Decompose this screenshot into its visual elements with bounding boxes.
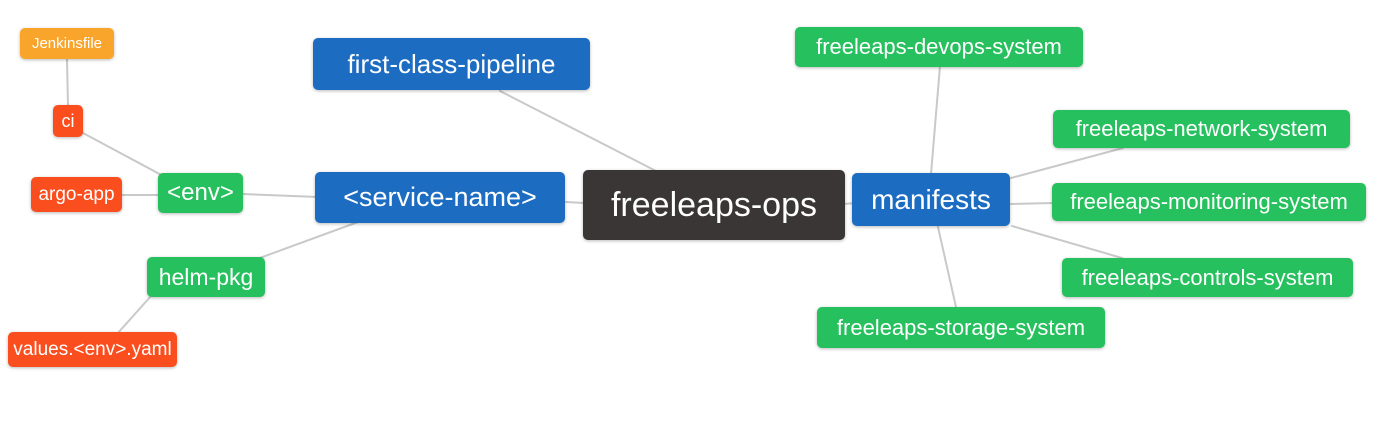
node-first-class-pipeline-label: first-class-pipeline bbox=[347, 49, 556, 79]
node-argo-app-label: argo-app bbox=[38, 184, 115, 205]
node-service-name-label: <service-name> bbox=[343, 182, 537, 212]
node-env-label: <env> bbox=[167, 179, 234, 206]
node-freeleaps-devops-system-label: freeleaps-devops-system bbox=[816, 34, 1062, 59]
node-helm-pkg[interactable]: helm-pkg bbox=[147, 257, 265, 297]
node-freeleaps-devops-system[interactable]: freeleaps-devops-system bbox=[795, 27, 1083, 67]
node-jenkinsfile-label: Jenkinsfile bbox=[31, 35, 103, 52]
edge-jenkinsfile-ci bbox=[66, 58, 69, 107]
node-freeleaps-monitoring-system[interactable]: freeleaps-monitoring-system bbox=[1052, 183, 1366, 221]
node-manifests-label: manifests bbox=[871, 183, 991, 215]
edge-manifests-storage bbox=[937, 226, 957, 308]
edge-env-service-name bbox=[242, 193, 319, 198]
edge-helm-pkg-values-yaml bbox=[116, 295, 152, 335]
node-jenkinsfile[interactable]: Jenkinsfile bbox=[20, 28, 114, 59]
node-freeleaps-storage-system-label: freeleaps-storage-system bbox=[836, 314, 1086, 340]
edge-manifests-controls bbox=[1011, 225, 1123, 259]
edge-manifests-devops bbox=[930, 65, 941, 175]
edge-manifests-network bbox=[1010, 147, 1124, 179]
edge-ci-env bbox=[82, 132, 168, 179]
node-freeleaps-monitoring-system-label: freeleaps-monitoring-system bbox=[1070, 189, 1348, 214]
node-freeleaps-storage-system[interactable]: freeleaps-storage-system bbox=[817, 307, 1105, 348]
node-freeleaps-controls-system[interactable]: freeleaps-controls-system bbox=[1062, 258, 1353, 297]
edge-service-name-helm-pkg bbox=[256, 221, 359, 260]
node-freeleaps-ops-label: freeleaps-ops bbox=[610, 186, 817, 224]
edge-service-name-root bbox=[565, 201, 585, 204]
node-helm-pkg-label: helm-pkg bbox=[158, 263, 254, 290]
node-ci[interactable]: ci bbox=[53, 105, 83, 137]
node-service-name[interactable]: <service-name> bbox=[315, 172, 565, 223]
node-values-env-yaml[interactable]: values.<env>.yaml bbox=[8, 332, 177, 367]
node-argo-app[interactable]: argo-app bbox=[31, 177, 122, 212]
node-freeleaps-ops-root[interactable]: freeleaps-ops bbox=[583, 170, 845, 240]
node-ci-label: ci bbox=[61, 111, 75, 131]
node-first-class-pipeline[interactable]: first-class-pipeline bbox=[313, 38, 590, 90]
node-freeleaps-network-system[interactable]: freeleaps-network-system bbox=[1053, 110, 1350, 148]
node-values-env-yaml-label: values.<env>.yaml bbox=[13, 339, 172, 360]
node-freeleaps-network-system-label: freeleaps-network-system bbox=[1075, 116, 1328, 141]
edge-pipeline-root bbox=[499, 90, 657, 172]
node-env[interactable]: <env> bbox=[158, 173, 243, 213]
edge-manifests-monitoring bbox=[1010, 202, 1055, 205]
node-freeleaps-controls-system-label: freeleaps-controls-system bbox=[1081, 264, 1334, 290]
node-manifests[interactable]: manifests bbox=[852, 173, 1010, 226]
